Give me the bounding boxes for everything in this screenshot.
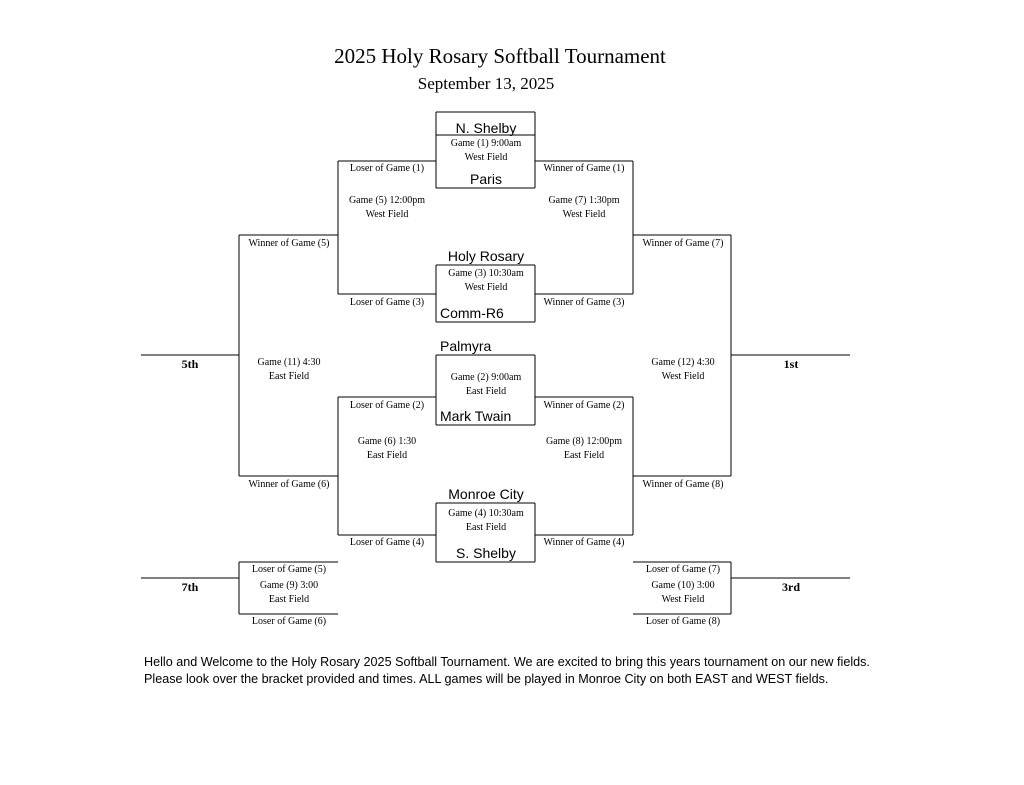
slot-loser-game-2: Loser of Game (2) [350, 400, 424, 411]
welcome-line-1: Hello and Welcome to the Holy Rosary 202… [144, 655, 870, 669]
slot-loser-game-6: Loser of Game (6) [252, 616, 326, 627]
slot-winner-game-4: Winner of Game (4) [544, 537, 625, 548]
game-12-field: West Field [662, 371, 705, 382]
slot-winner-game-7: Winner of Game (7) [643, 238, 724, 249]
slot-winner-game-3: Winner of Game (3) [544, 297, 625, 308]
slot-winner-game-6: Winner of Game (6) [249, 479, 330, 490]
slot-winner-game-2: Winner of Game (2) [544, 400, 625, 411]
game-3-field: West Field [465, 282, 508, 293]
game-8-field: East Field [564, 450, 604, 461]
game-11-time: Game (11) 4:30 [258, 357, 321, 368]
game-2-field: East Field [466, 386, 506, 397]
game-5-time: Game (5) 12:00pm [349, 195, 425, 206]
game-2-time: Game (2) 9:00am [451, 372, 522, 383]
game-7-time: Game (7) 1:30pm [548, 195, 619, 206]
team-holy-rosary: Holy Rosary [448, 248, 524, 264]
game-1-time: Game (1) 9:00am [451, 138, 522, 149]
slot-loser-game-4: Loser of Game (4) [350, 537, 424, 548]
place-5th: 5th [182, 357, 199, 371]
team-palmyra: Palmyra [440, 338, 492, 354]
game-8-time: Game (8) 12:00pm [546, 436, 622, 447]
game-9-field: East Field [269, 594, 309, 605]
game-7-field: West Field [563, 209, 606, 220]
page-title: 2025 Holy Rosary Softball Tournament [334, 44, 666, 68]
team-mark-twain: Mark Twain [440, 408, 511, 424]
slot-loser-game-3: Loser of Game (3) [350, 297, 424, 308]
game-4-field: East Field [466, 522, 506, 533]
slot-loser-game-8: Loser of Game (8) [646, 616, 720, 627]
tournament-date: September 13, 2025 [417, 74, 555, 93]
place-7th: 7th [182, 580, 199, 594]
game-5-field: West Field [366, 209, 409, 220]
team-comm-r6: Comm-R6 [440, 305, 504, 321]
place-1st: 1st [784, 357, 799, 371]
game-6-time: Game (6) 1:30 [358, 436, 416, 447]
slot-loser-game-7: Loser of Game (7) [646, 564, 720, 575]
team-monroe-city: Monroe City [448, 486, 523, 502]
team-n-shelby: N. Shelby [456, 120, 517, 136]
slot-winner-game-5: Winner of Game (5) [249, 238, 330, 249]
slot-winner-game-1: Winner of Game (1) [544, 163, 625, 174]
game-10-field: West Field [662, 594, 705, 605]
team-s-shelby: S. Shelby [456, 545, 516, 561]
slot-loser-game-5: Loser of Game (5) [252, 564, 326, 575]
welcome-message: Hello and Welcome to the Holy Rosary 202… [144, 654, 1004, 688]
game-1-field: West Field [465, 152, 508, 163]
game-3-time: Game (3) 10:30am [448, 268, 524, 279]
slot-winner-game-8: Winner of Game (8) [643, 479, 724, 490]
team-paris: Paris [470, 171, 502, 187]
game-6-field: East Field [367, 450, 407, 461]
place-3rd: 3rd [782, 580, 800, 594]
game-10-time: Game (10) 3:00 [651, 580, 714, 591]
game-12-time: Game (12) 4:30 [651, 357, 714, 368]
slot-loser-game-1: Loser of Game (1) [350, 163, 424, 174]
game-4-time: Game (4) 10:30am [448, 508, 524, 519]
welcome-line-2: Please look over the bracket provided an… [144, 672, 829, 686]
game-11-field: East Field [269, 371, 309, 382]
game-9-time: Game (9) 3:00 [260, 580, 318, 591]
